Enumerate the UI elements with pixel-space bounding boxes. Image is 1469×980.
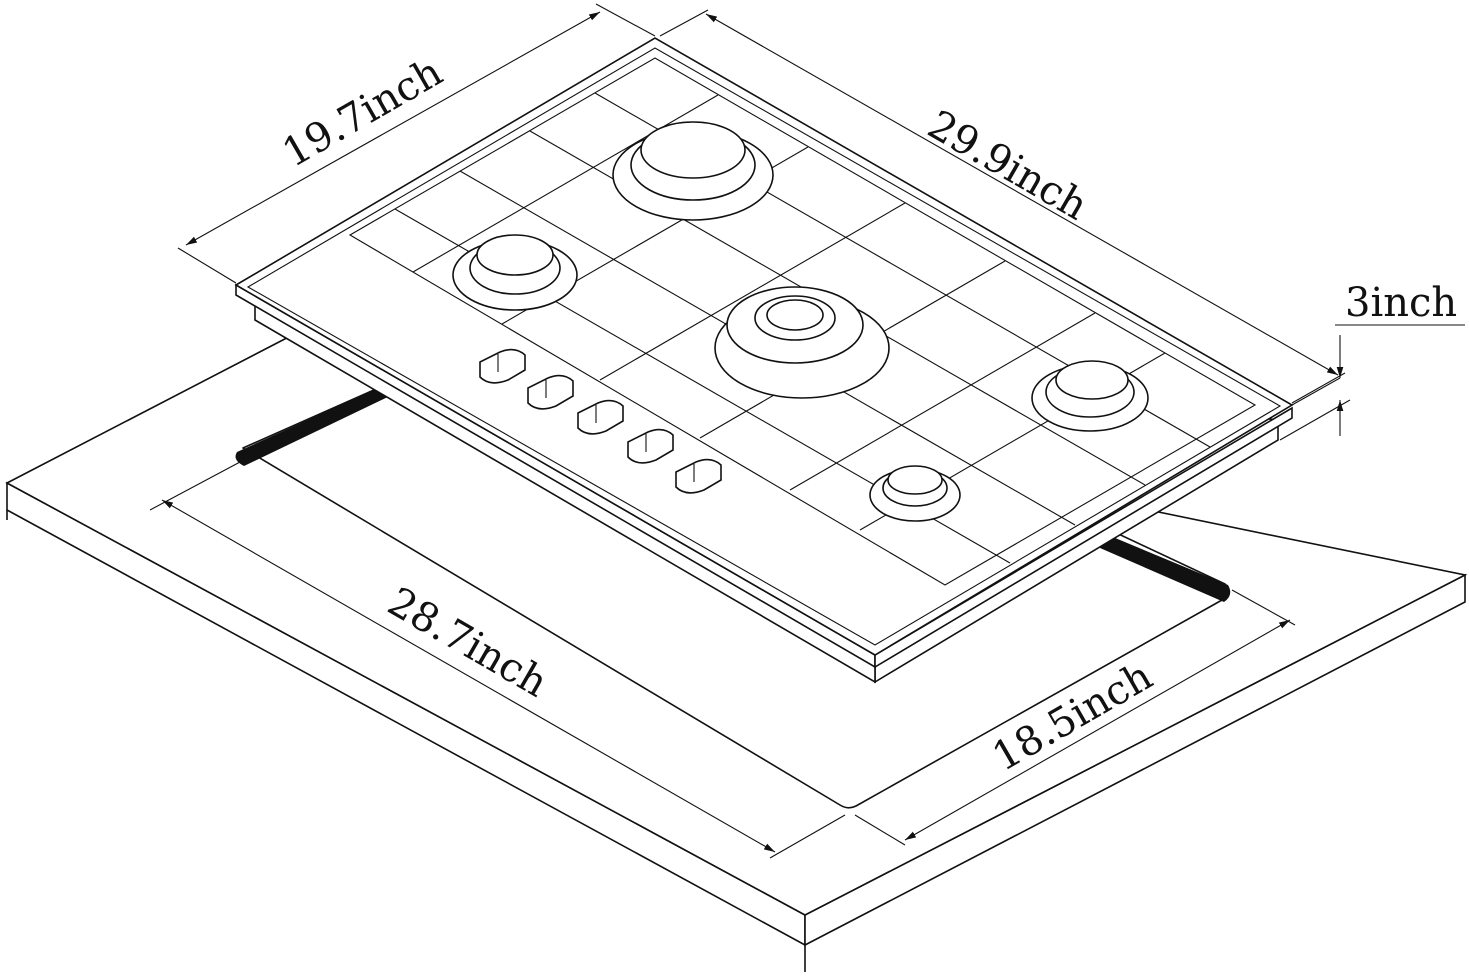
knob [527, 374, 574, 410]
knob [479, 348, 526, 384]
control-knobs [479, 348, 722, 494]
dimension-height-label: 3inch [1345, 280, 1457, 326]
knob [627, 428, 674, 464]
cutout-shadow-left [235, 385, 392, 466]
burner-front-small [869, 465, 961, 522]
knob [675, 458, 722, 494]
knob [577, 399, 624, 435]
cutout-shadow-right [1100, 535, 1231, 602]
countertop-cutout [235, 384, 1231, 809]
dimension-lines [149, 3, 1465, 859]
dimension-depth-label: 19.7inch [275, 49, 450, 177]
